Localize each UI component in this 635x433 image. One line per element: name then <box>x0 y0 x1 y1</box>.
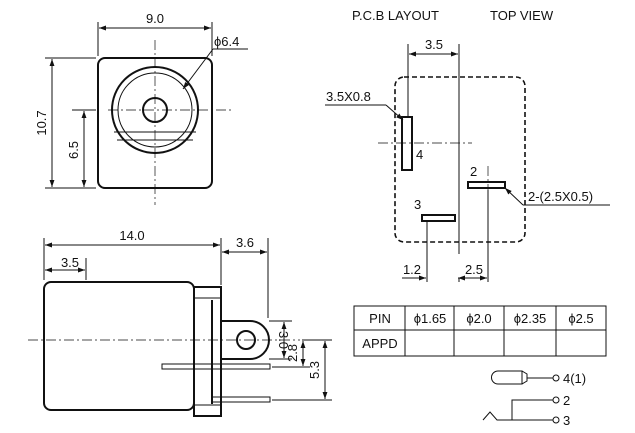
schematic-terminal <box>552 374 560 382</box>
dim-2-5-label: 2.5 <box>465 262 483 277</box>
schematic-pin-3-label: 3 <box>563 413 570 428</box>
pin-bottom <box>211 396 271 403</box>
pcb-layout: P.C.B LAYOUT TOP VIEW 3.5 4 3.5X0.8 2 2-… <box>325 8 610 282</box>
side-body-outline <box>43 281 195 411</box>
pin-table-border <box>353 305 607 357</box>
dim-leader-diameter <box>182 48 214 90</box>
pin-4-label: 4 <box>416 147 423 162</box>
pin-3-label: 3 <box>414 197 421 212</box>
slot-pin-4 <box>401 116 413 171</box>
dim-3-0-label: 3.0 <box>276 331 291 349</box>
dim-pitch-label: 3.5 <box>425 37 443 52</box>
table-row-label: APPD <box>362 336 397 351</box>
schematic-terminal <box>552 416 560 424</box>
dim-3-5-label: 3.5 <box>61 255 79 270</box>
pcb-title: P.C.B LAYOUT <box>352 8 439 23</box>
dim-5-3-label: 5.3 <box>307 361 322 379</box>
slot-pin-2 <box>467 181 506 189</box>
front-view: 9.0 ϕ6.4 10.7 6.5 <box>34 11 248 205</box>
dim-3-6-label: 3.6 <box>236 235 254 250</box>
schematic-switch <box>482 411 553 421</box>
schematic-wire <box>511 399 553 420</box>
dim-height-label: 10.7 <box>34 110 49 135</box>
leader-slot-large <box>385 104 404 121</box>
slot-large-label: 3.5X0.8 <box>326 89 371 104</box>
pin-table: PIN ϕ1.65 ϕ2.0 ϕ2.35 ϕ2.5 APPD <box>353 305 607 357</box>
table-header-cell: ϕ2.0 <box>466 311 491 326</box>
pin-middle <box>161 363 271 370</box>
schematic-tip <box>521 370 528 385</box>
dim-diameter-label: ϕ6.4 <box>214 34 239 49</box>
table-header-cell: ϕ1.65 <box>414 311 447 326</box>
schematic-symbol: 4(1) 2 3 <box>482 370 586 428</box>
leader-slot-small <box>504 187 524 206</box>
slot-small-label: 2-(2.5X0.5) <box>528 189 593 204</box>
dim-1-2-label: 1.2 <box>403 262 421 277</box>
schematic-pin-4-label: 4(1) <box>563 371 586 386</box>
table-header-cell: PIN <box>369 311 391 326</box>
side-flange <box>193 286 222 417</box>
side-view: 14.0 3.6 3.5 3.0 2.8 5.3 <box>28 228 332 417</box>
pin-2-label: 2 <box>470 164 477 179</box>
dim-width-label: 9.0 <box>146 11 164 26</box>
dim-length-label: 14.0 <box>119 228 144 243</box>
pcb-subtitle: TOP VIEW <box>490 8 554 23</box>
schematic-pin-2-label: 2 <box>563 393 570 408</box>
terminal-lug-hole <box>236 330 256 350</box>
schematic-terminal <box>552 396 560 404</box>
slot-pin-3 <box>421 214 456 222</box>
schematic-barrel <box>491 370 523 385</box>
table-header-cell: ϕ2.35 <box>514 311 547 326</box>
pcb-footprint-outline <box>394 76 526 243</box>
dim-center-height-label: 6.5 <box>66 141 81 159</box>
table-header-cell: ϕ2.5 <box>568 311 593 326</box>
dim-2-8-label: 2.8 <box>285 344 300 362</box>
